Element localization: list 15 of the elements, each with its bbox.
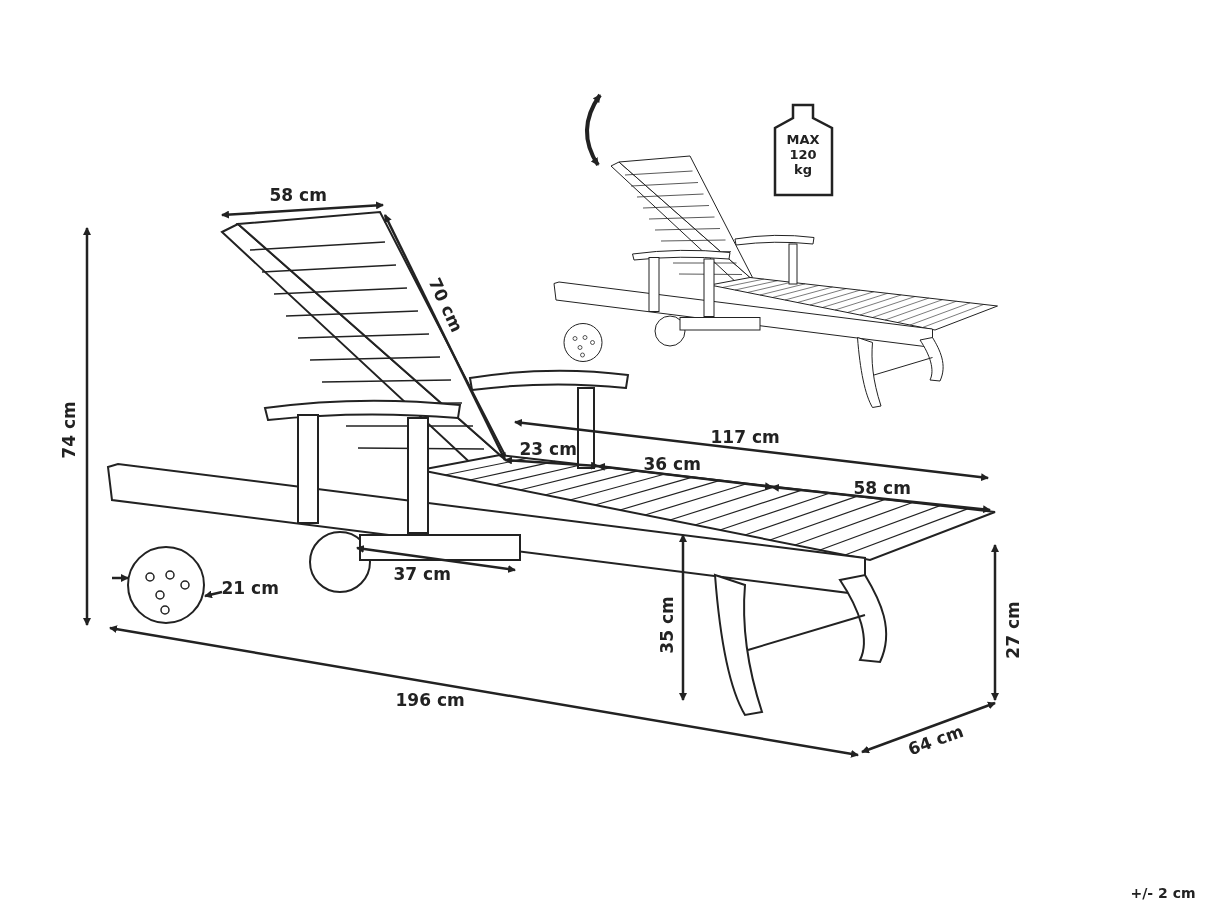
dimension-label: 196 cm bbox=[395, 690, 465, 710]
dimension-label: 70 cm bbox=[424, 274, 467, 336]
dimension-label: 58 cm bbox=[853, 478, 911, 498]
dimension-label: 23 cm bbox=[519, 439, 577, 459]
dimension-label: 37 cm bbox=[393, 564, 451, 584]
dimension-label: 64 cm bbox=[904, 720, 966, 760]
dimension-label: 117 cm bbox=[710, 427, 780, 447]
tolerance-note: +/- 2 cm bbox=[1130, 885, 1196, 901]
dimension-label: 58 cm bbox=[269, 185, 327, 205]
dimension-label: 27 cm bbox=[1002, 601, 1023, 659]
dimension-label: 21 cm bbox=[221, 578, 279, 598]
dimension-label: 74 cm bbox=[58, 401, 79, 459]
dimension-label: 35 cm bbox=[656, 596, 677, 654]
weight-limit-label: MAX 120 kg bbox=[785, 132, 821, 177]
dimension-label: 36 cm bbox=[643, 454, 701, 474]
